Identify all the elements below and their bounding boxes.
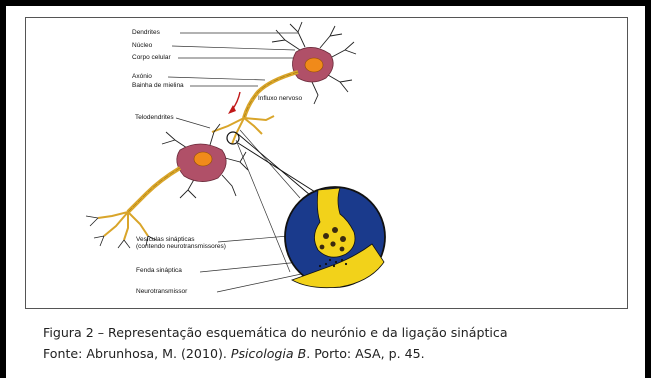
- figure-source: Fonte: Abrunhosa, M. (2010). Psicologia …: [43, 346, 425, 361]
- figure-caption: Figura 2 – Representação esquemática do …: [43, 325, 508, 340]
- upper-nucleus: [304, 57, 324, 73]
- neurotransmitter-dots: [318, 258, 348, 268]
- lower-axon: [126, 166, 182, 214]
- figure-inner-border: [25, 17, 628, 309]
- label-axonio: Axónio: [132, 73, 152, 80]
- label-fenda: Fenda sináptica: [136, 267, 182, 274]
- label-telodendrites: Telodendrites: [135, 114, 174, 121]
- source-prefix: Fonte: Abrunhosa, M. (2010).: [43, 346, 231, 361]
- source-title: Psicologia B: [230, 346, 307, 361]
- label-vesiculas-line2: (contendo neurotransmissores): [136, 243, 226, 251]
- label-influxo: Influxo nervoso: [258, 95, 303, 102]
- label-nucleo: Núcleo: [132, 42, 153, 49]
- label-corpo-celular: Corpo celular: [132, 54, 171, 61]
- lower-terminal-branches: [85, 215, 157, 249]
- source-suffix: . Porto: ASA, p. 45.: [306, 346, 425, 361]
- synapse-marker: [226, 131, 240, 145]
- telodendrites: [211, 115, 275, 145]
- label-dendrites: Dendrites: [132, 29, 160, 36]
- lower-nucleus: [193, 151, 213, 167]
- label-vesiculas-line1: Vesículas sinápticas: [136, 236, 195, 243]
- synapse-zoom: [284, 186, 386, 289]
- label-vesiculas: Vesículas sinápticas (contendo neurotran…: [136, 236, 226, 251]
- label-neurotransmissor: Neurotransmissor: [136, 288, 188, 295]
- vesicles: [319, 227, 346, 252]
- label-bainha: Bainha de mielina: [132, 82, 184, 89]
- lower-dendrites: [161, 123, 249, 199]
- upper-dendrites: [271, 21, 357, 105]
- lower-terminals: [97, 211, 149, 241]
